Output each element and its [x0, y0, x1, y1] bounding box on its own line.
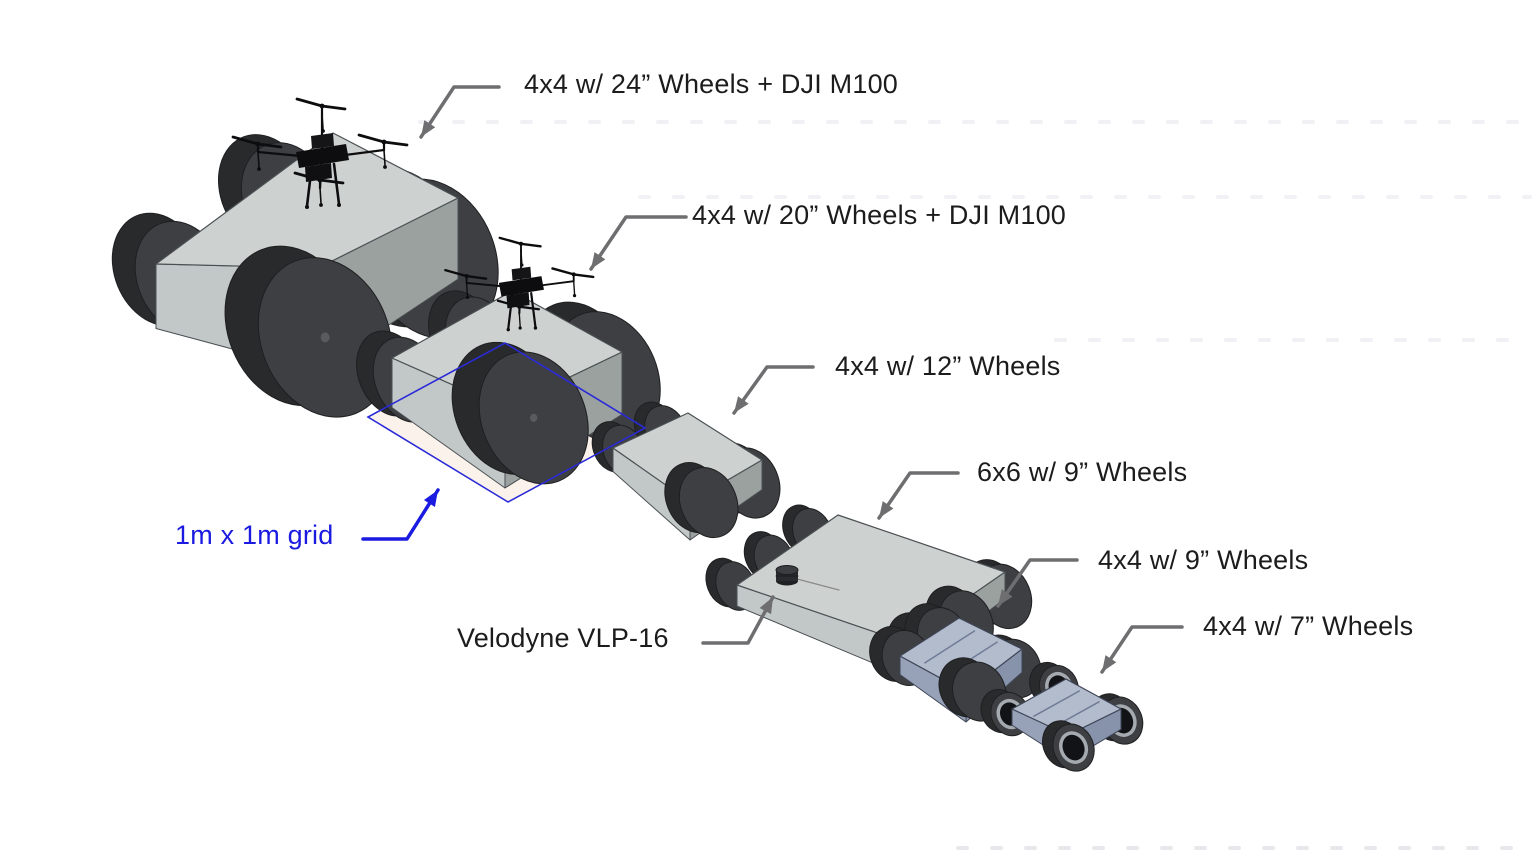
leader-arrow-rover-9-head — [998, 589, 1013, 606]
leader-arrow-rover-7-head — [1102, 655, 1117, 672]
leader-arrow-rover-7-line — [1100, 625, 1184, 674]
rotor-stem — [383, 149, 386, 166]
leader-arrow-rover-6x6-9-line — [877, 471, 960, 520]
rotor-stem-tip — [518, 326, 522, 330]
drone-foot — [337, 203, 341, 207]
rotor-hub — [319, 103, 325, 109]
grid-arrow-line — [361, 488, 440, 541]
propeller-blade — [518, 305, 541, 311]
drone-foot — [305, 205, 309, 209]
leader-arrow-rover-20-line — [589, 215, 688, 271]
leader-arrow-rover-6x6-9 — [877, 471, 960, 520]
label-rover-9: 4x4 w/ 9” Wheels — [1098, 545, 1309, 575]
drone-battery — [305, 163, 332, 182]
leader-arrow-rover-9-line — [996, 558, 1079, 608]
propeller-blade — [465, 274, 488, 280]
propeller-blade — [357, 133, 386, 144]
rotor-stem-tip — [520, 263, 524, 267]
leader-arrow-rover-12-head — [734, 396, 749, 413]
drone-foot — [533, 326, 538, 330]
background-dots — [418, 120, 1532, 850]
grid-outline — [366, 342, 647, 503]
leader-arrow-rover-24-line — [419, 85, 501, 139]
propeller-blade — [551, 267, 575, 276]
cable-line — [796, 578, 840, 591]
label-rover-12: 4x4 w/ 12” Wheels — [835, 351, 1061, 381]
grid-arrow — [361, 488, 440, 541]
label-lidar: Velodyne VLP-16 — [457, 623, 669, 653]
leader-arrow-rover-20-head — [591, 252, 606, 269]
leader-arrow-rover-6x6-9-head — [879, 501, 894, 518]
leader-arrow-rover-12-line — [732, 365, 815, 415]
rotor-stem-tip — [383, 165, 387, 169]
label-rover-7: 4x4 w/ 7” Wheels — [1203, 611, 1414, 641]
chassis-frame-line — [924, 630, 976, 664]
drone-battery — [506, 292, 530, 309]
grid-arrow-head — [423, 490, 438, 507]
rotor-hub — [255, 141, 261, 147]
drone-body — [498, 276, 544, 297]
rotor-stem — [319, 187, 322, 204]
leader-arrow-rover-7 — [1100, 625, 1184, 674]
dji-m100-drone-icon — [231, 97, 409, 209]
drone-top-plate — [311, 133, 334, 149]
label-rover-24: 4x4 w/ 24” Wheels + DJI M100 — [524, 69, 899, 99]
label-rover-20: 4x4 w/ 20” Wheels + DJI M100 — [692, 200, 1067, 230]
label-grid: 1m x 1m grid — [175, 520, 334, 550]
rover-7 — [980, 661, 1144, 772]
leader-arrow-rover-9 — [996, 558, 1079, 608]
chassis-frame-line — [1033, 690, 1081, 717]
rotor-hub — [571, 272, 576, 277]
wheel-hub — [530, 413, 538, 422]
leader-arrow-rover-24 — [419, 85, 501, 139]
rotor-hub — [464, 274, 469, 279]
rotor-hub — [381, 139, 387, 145]
propeller-blade — [256, 142, 283, 149]
lidar-arrow-line — [701, 595, 775, 645]
rover-12 — [591, 401, 781, 541]
drone-top-plate — [511, 266, 532, 281]
rotor-hub — [518, 241, 524, 246]
propeller-blade — [444, 268, 468, 278]
rotor-stem — [518, 312, 521, 327]
propeller-blade — [318, 178, 345, 185]
rotor-stem — [573, 280, 576, 295]
propeller-blade — [320, 104, 347, 111]
rotor-stem-tip — [465, 295, 470, 299]
rotor-stem — [321, 113, 324, 130]
leader-arrow-rover-24-head — [421, 120, 436, 137]
propeller-blade — [498, 236, 523, 245]
rotor-stem — [520, 249, 523, 265]
rover-9 — [869, 603, 1042, 723]
rotor-stem-tip — [319, 203, 323, 207]
drone-foot — [506, 327, 510, 332]
label-rover-6x6-9: 6x6 w/ 9” Wheels — [977, 457, 1188, 487]
propeller-blade — [382, 140, 409, 147]
lidar-arrow — [701, 595, 775, 645]
velodyne-vlp16-icon — [775, 565, 840, 591]
grid-outline — [366, 342, 647, 503]
drone-body — [296, 144, 349, 168]
wheel-rim — [1059, 731, 1089, 764]
rotor-stem — [465, 282, 469, 297]
lidar-top — [775, 565, 799, 575]
lidar-arrow-head — [759, 597, 773, 615]
drone-leg — [530, 291, 537, 329]
propeller-blade — [295, 97, 324, 108]
drone-leg — [332, 162, 341, 206]
rotor-stem — [257, 151, 260, 168]
leader-arrow-rover-20 — [589, 215, 688, 271]
propeller-blade — [572, 273, 595, 279]
rotor-stem-tip — [572, 294, 577, 298]
propeller-blade — [231, 135, 260, 146]
rotor-stem-tip — [257, 167, 261, 171]
propeller-blade — [519, 242, 542, 248]
wheel-icon — [678, 467, 739, 539]
dji-m100-drone-icon — [444, 236, 595, 332]
wheel-hub — [320, 332, 330, 343]
rotor-stem-tip — [321, 129, 325, 133]
leader-arrow-rover-12 — [732, 365, 815, 415]
